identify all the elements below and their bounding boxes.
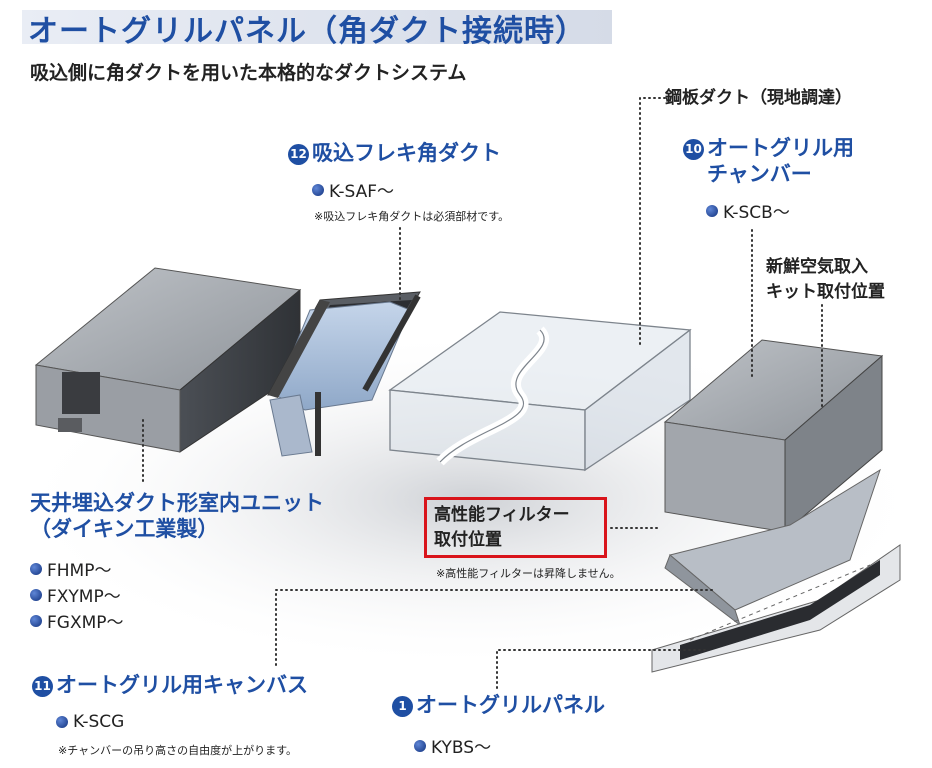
indoor-unit-label: 天井埋込ダクト形室内ユニット（ダイキン工業製） — [30, 490, 324, 542]
number-badge-12: 12 — [288, 143, 309, 165]
filter-line1: 高性能フィルター — [434, 505, 570, 525]
panel-name: オートグリルパネル — [416, 693, 605, 717]
indoor-unit-code-text: FGXMP～ — [47, 613, 124, 633]
filter-note: ※高性能フィルターは昇降しません。 — [436, 567, 621, 580]
indoor-unit-code-3: FGXMP～ — [30, 608, 124, 633]
bullet-icon — [414, 739, 426, 752]
indoor-unit-code-text: FHMP～ — [47, 561, 112, 581]
chamber-code: K-SCB～ — [706, 198, 790, 223]
bullet-icon — [56, 716, 68, 728]
filter-line2: 取付位置 — [434, 530, 502, 550]
leader-lines — [142, 97, 823, 689]
fresh-air-label: 新鮮空気取入キット取付位置 — [766, 255, 885, 305]
panel-code-text: KYBS～ — [431, 738, 492, 758]
bullet-icon — [30, 562, 42, 575]
page-subtitle: 吸込側に角ダクトを用いた本格的なダクトシステム — [30, 62, 467, 84]
canvas-name: オートグリル用キャンバス — [56, 673, 308, 697]
fresh-air-line1: 新鮮空気取入 — [766, 257, 868, 277]
number-badge-11: 11 — [32, 675, 53, 697]
chamber-name-line1: オートグリル用 — [707, 136, 854, 160]
page-title: オートグリルパネル（角ダクト接続時） — [28, 14, 586, 49]
canvas-code: K-SCG — [56, 712, 124, 732]
canvas-code-text: K-SCG — [73, 712, 125, 732]
flex-duct-note: ※吸込フレキ角ダクトは必須部材です。 — [314, 210, 510, 223]
chamber-code-text: K-SCB～ — [723, 203, 790, 223]
bullet-icon — [30, 588, 42, 601]
panel-code: KYBS～ — [414, 733, 491, 758]
indoor-unit-code-2: FXYMP～ — [30, 582, 121, 607]
steel-duct-shape — [388, 311, 692, 472]
fresh-air-line2: キット取付位置 — [766, 282, 885, 302]
canvas-note: ※チャンバーの吊り高さの自由度が上がります。 — [58, 744, 298, 757]
indoor-unit-line2: （ダイキン工業製） — [30, 517, 219, 541]
chamber-shape — [663, 339, 884, 534]
filter-highlight-box — [424, 497, 607, 558]
indoor-unit-line1: 天井埋込ダクト形室内ユニット — [30, 491, 324, 515]
bullet-icon — [312, 183, 324, 196]
filter-label: 高性能フィルター取付位置 — [434, 503, 570, 553]
bullet-icon — [30, 614, 42, 627]
number-badge-1: 1 — [392, 695, 413, 717]
grill-panel-shape — [651, 544, 901, 673]
flex-duct-code: K-SAF～ — [312, 177, 394, 202]
steel-duct-label: 鋼板ダクト（現地調達） — [665, 88, 852, 108]
title-background — [22, 10, 612, 44]
indoor-unit-code-text: FXYMP～ — [47, 587, 121, 607]
bullet-icon — [706, 204, 718, 217]
flex-duct-shape — [267, 291, 421, 457]
flex-duct-code-text: K-SAF～ — [329, 182, 395, 202]
number-badge-10: 10 — [683, 138, 704, 160]
chamber-name-line2: チャンバー — [707, 162, 812, 186]
flex-duct-name: 吸込フレキ角ダクト — [312, 141, 501, 165]
indoor-unit-code-1: FHMP～ — [30, 556, 111, 581]
